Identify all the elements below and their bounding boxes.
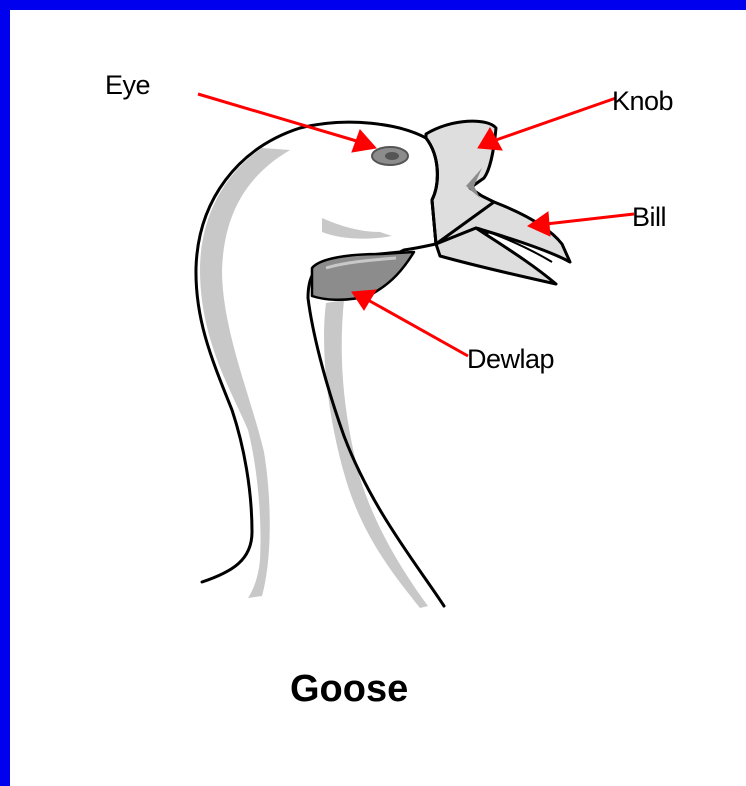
back-shadow [200,148,290,598]
label-bill: Bill [632,204,666,231]
caption: Goose [290,668,408,711]
label-knob: Knob [612,88,673,115]
label-eye: Eye [105,72,150,99]
cheek-shadow [322,218,392,239]
label-dewlap: Dewlap [467,346,554,373]
